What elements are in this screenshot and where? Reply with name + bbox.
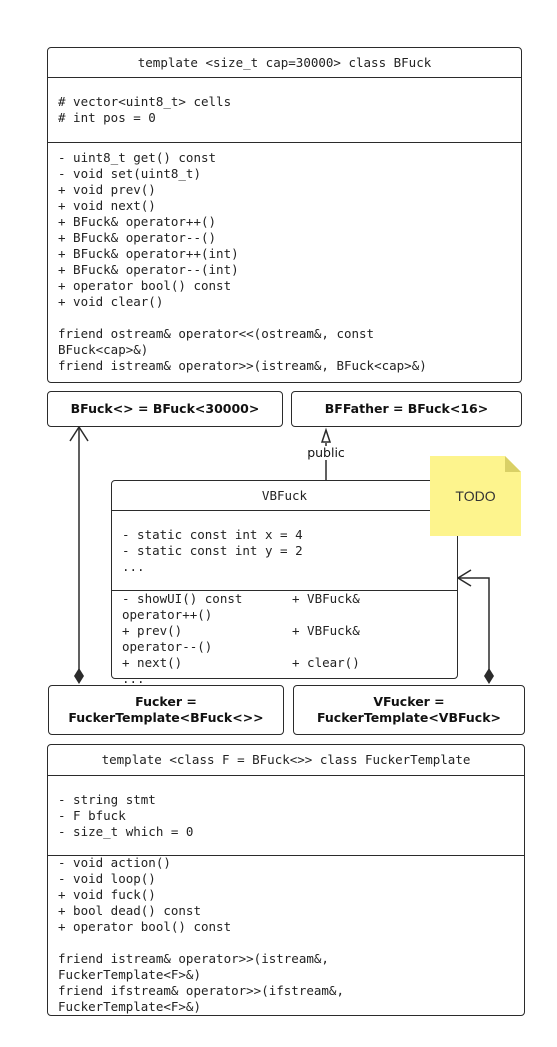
class-vbfuck-methods-left: - showUI() const operator++() + prev() o…: [122, 591, 243, 686]
class-fucker-template-methods: - void action() - void loop() + void fuc…: [58, 855, 344, 1014]
class-vbfuck-title: VBFuck: [261, 488, 308, 503]
class-fucker-template-divider-1: [48, 775, 524, 776]
class-bfuck-divider-1: [48, 77, 521, 78]
class-bfuck-methods: - uint8_t get() const - void set(uint8_t…: [58, 150, 427, 373]
alias-bffather[interactable]: BFFather = BFuck<16>: [291, 391, 522, 427]
class-bfuck-title: template <size_t cap=30000> class BFuck: [137, 55, 432, 70]
class-vbfuck-methods-right: + VBFuck& + VBFuck& + clear(): [292, 591, 360, 670]
arrowhead-vbfuck: [456, 569, 472, 587]
composition-line-vfucker: [458, 577, 490, 670]
class-fucker-template-divider-2: [48, 855, 524, 856]
composition-diamond-fucker: [74, 668, 84, 684]
class-bfuck-divider-2: [48, 142, 521, 143]
inheritance-arrowhead: [320, 427, 332, 443]
class-vbfuck-divider-1: [112, 510, 457, 511]
class-bfuck[interactable]: template <size_t cap=30000> class BFuck …: [47, 47, 522, 383]
alias-vfucker[interactable]: VFucker = FuckerTemplate<VBFuck>: [293, 685, 525, 735]
arrowhead-bfuck-default: [69, 425, 89, 442]
class-bfuck-fields: # vector<uint8_t> cells # int pos = 0: [58, 94, 232, 125]
class-fucker-template[interactable]: template <class F = BFuck<>> class Fucke…: [47, 744, 525, 1016]
inheritance-label: public: [300, 446, 352, 460]
composition-diamond-vfucker: [484, 668, 494, 684]
class-vbfuck[interactable]: VBFuck - static const int x = 4 - static…: [111, 480, 458, 686]
class-fucker-template-title: template <class F = BFuck<>> class Fucke…: [101, 752, 471, 767]
alias-bfuck-default[interactable]: BFuck<> = BFuck<30000>: [47, 391, 283, 427]
class-vbfuck-fields: - static const int x = 4 - static const …: [122, 527, 303, 574]
todo-note-text: TODO: [455, 488, 496, 504]
alias-fucker[interactable]: Fucker = FuckerTemplate<BFuck<>>: [48, 685, 284, 735]
class-vbfuck-divider-2: [112, 590, 457, 591]
class-fucker-template-fields: - string stmt - F bfuck - size_t which =…: [58, 792, 194, 839]
